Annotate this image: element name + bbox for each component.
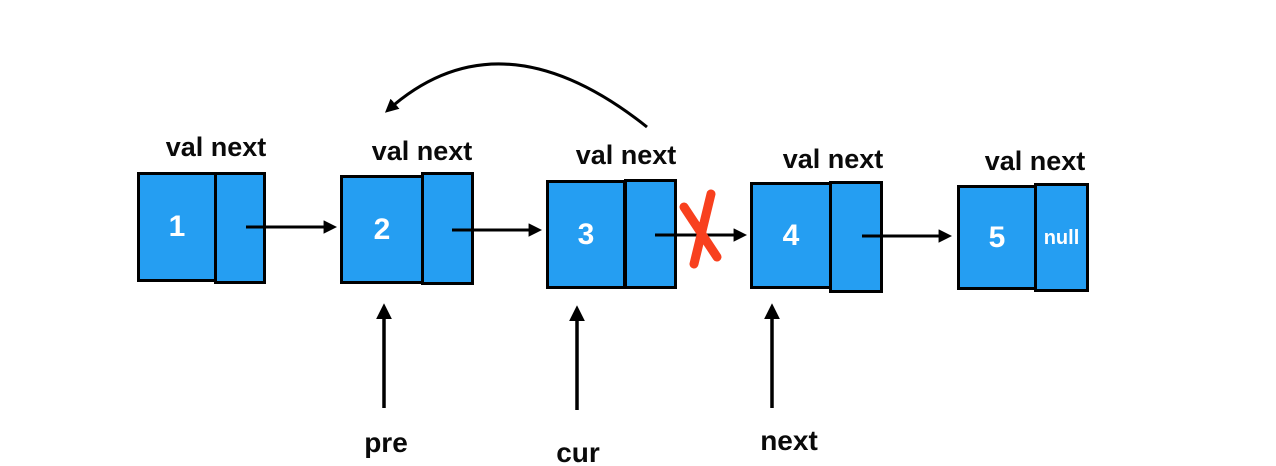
node4-field-labels: val next (782, 144, 884, 174)
node1-next-cell (214, 172, 266, 284)
node2-val-cell: 2 (340, 175, 424, 284)
broken-link-cross-icon (679, 189, 722, 269)
node4-val-cell: 4 (750, 182, 832, 289)
pointer-label-cur: cur (556, 437, 600, 466)
node1-val-cell: 1 (137, 172, 217, 282)
node4-value: 4 (782, 218, 800, 252)
node5-field-labels: val next (984, 146, 1086, 176)
pointer-label-pre: pre (364, 427, 408, 458)
node5-val-cell: 5 (957, 185, 1037, 290)
node5-null-text: null (1043, 226, 1080, 249)
node2-field-labels: val next (371, 136, 473, 166)
node3-field-labels: val next (575, 140, 677, 170)
node1-value: 1 (168, 210, 186, 243)
node5-value: 5 (988, 220, 1006, 254)
node5-next-cell: null (1034, 183, 1089, 292)
node3-val-cell: 3 (546, 180, 626, 289)
node2-next-cell (421, 172, 474, 285)
node1-field-labels: val next (165, 132, 267, 162)
node2-value: 2 (373, 212, 391, 246)
reversed-pointer-arrow (384, 62, 648, 129)
node3-value: 3 (577, 217, 595, 251)
node4-next-cell (829, 181, 883, 293)
node3-next-cell (624, 179, 677, 289)
pointer-label-next: next (760, 425, 818, 456)
